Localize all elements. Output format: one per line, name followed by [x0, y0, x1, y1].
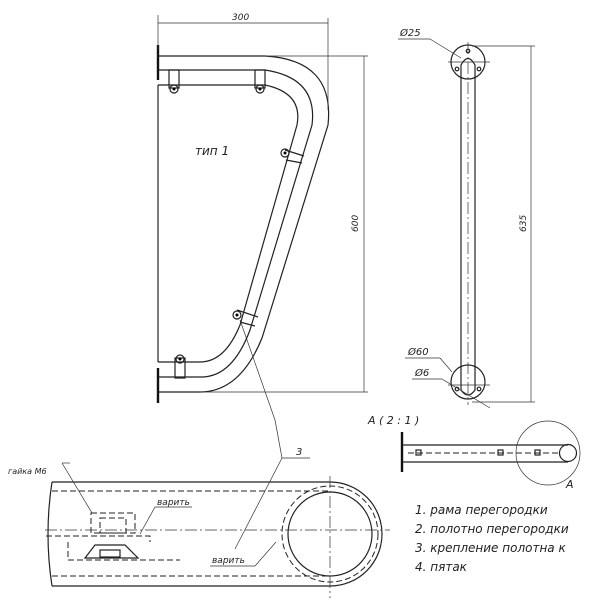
leader-number: 3	[296, 447, 302, 458]
width-dimension: 300	[157, 13, 329, 110]
section-view: гайка М6 варить варить 3	[8, 419, 390, 598]
legend-item: 2. полотно перегородки	[415, 522, 569, 536]
section-tube-outer	[52, 481, 383, 587]
height-dimension: 600	[200, 55, 368, 393]
plate-dia-label: Ø25	[399, 27, 421, 39]
front-view: тип 1 300 600	[156, 13, 368, 421]
detail-callout: A	[565, 478, 574, 491]
mount-tabs	[168, 69, 305, 379]
side-height-label: 635	[519, 215, 529, 232]
type-label: тип 1	[195, 144, 229, 158]
weld-label-2: варить	[212, 556, 245, 566]
detail-title: A ( 2 : 1 )	[367, 414, 419, 427]
svg-text:300: 300	[232, 13, 249, 23]
legend-item: 1. рама перегородки	[415, 503, 548, 517]
parts-legend: 1. рама перегородки 2. полотно перегород…	[415, 503, 569, 574]
weld-label-1: варить	[157, 498, 190, 508]
detail-leader	[239, 319, 276, 421]
frame-mid	[158, 69, 314, 378]
nut-label: гайка М6	[8, 467, 47, 476]
legend-item: 4. пятак	[415, 560, 468, 574]
side-tube	[460, 57, 476, 396]
hole-dia-label: Ø6	[414, 367, 429, 379]
side-view: Ø25 Ø60 Ø6 635	[398, 27, 535, 409]
legend-item: 3. крепление полотна к	[415, 541, 566, 555]
frame-outer	[158, 55, 330, 393]
svg-text:600: 600	[351, 215, 361, 232]
plate-dia-bottom-label: Ø60	[407, 346, 429, 358]
detail-circle	[515, 420, 581, 486]
detail-view-a: A ( 2 : 1 ) A	[367, 414, 581, 491]
frame-inner	[158, 84, 299, 363]
